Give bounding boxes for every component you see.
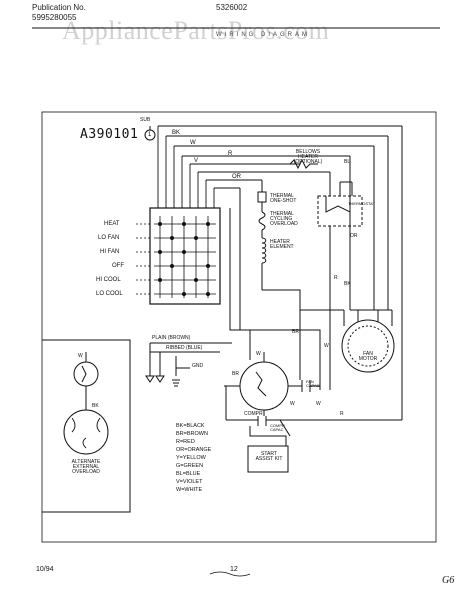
watermark: AppliancePartsPros.com (62, 16, 330, 45)
wire-label: OR (350, 233, 358, 239)
bellows-heater-label: BELLOWS HEATER (OPTIONAL) (293, 149, 323, 165)
thermal-cycling-overload-label: THERMAL CYCLING OVERLOAD (270, 211, 298, 227)
legend-entry: W=WHITE (176, 487, 203, 493)
switch-position: LO COOL (96, 291, 123, 297)
diagram-frame (41, 111, 437, 543)
wire-label: W (256, 351, 261, 357)
legend-entry: OR=ORANGE (176, 447, 212, 453)
wire-label: R (228, 151, 233, 157)
handwritten-note: G6 (442, 575, 455, 586)
wire-label: W (316, 401, 321, 407)
wire-label: OR (232, 174, 241, 180)
gnd-label: GND (192, 363, 204, 369)
wire-label: BK (344, 281, 351, 287)
color-legend: BK=BLACK BR=BROWN R=RED OR=ORANGE Y=YELL… (176, 422, 211, 494)
switch-position: OFF (112, 263, 124, 269)
start-assist-kit-label: START ASSIST KIT (255, 451, 283, 462)
fan-motor-label: FAN MOTOR (358, 351, 378, 362)
wire-label: BK (172, 130, 181, 136)
publication-number: 5995280055 (32, 13, 77, 22)
legend-entry: Y=YELLOW (176, 455, 206, 461)
fan-capac-label: FAN CAPAC (306, 379, 320, 388)
compressor-circle (239, 361, 289, 411)
sub-number: 1 (148, 132, 152, 138)
wire-label: R (340, 411, 344, 417)
legend-entry: BR=BROWN (176, 431, 208, 437)
footer-date: 10/94 (36, 566, 54, 573)
thermal-one-shot-label: THERMAL ONE-SHOT (270, 193, 297, 204)
wire-label: V (194, 158, 199, 164)
wire-label: W (324, 343, 329, 349)
wire-label: BL (344, 159, 351, 165)
thermostat-label: THERMOSTAT (348, 201, 375, 206)
model-number: 5326002 (216, 3, 248, 12)
start-assist-kit-box (247, 445, 289, 473)
switch-position: HI COOL (96, 277, 121, 283)
inset-frame (42, 339, 131, 513)
legend-entry: R=RED (176, 439, 195, 445)
wire-label: W (190, 140, 196, 146)
diagram-id: A390101 (80, 127, 139, 142)
alternate-overload-label: ALTERNATE EXTERNAL OVERLOAD (71, 459, 101, 475)
switch-position: HEAT (104, 221, 120, 227)
wire-label: W (290, 401, 295, 407)
legend-entry: V=VIOLET (176, 479, 203, 485)
selector-switch (149, 207, 221, 305)
switch-position: HI FAN (100, 249, 120, 255)
wire-label: BR (292, 329, 299, 335)
publication-label: Publication No. (32, 3, 86, 12)
ribbed-label: RIBBED (BLUE) (166, 345, 203, 351)
wire-label: R (334, 275, 338, 281)
sub-label: SUB (140, 117, 151, 123)
compr-label: COMPR (244, 411, 263, 417)
plain-label: PLAIN (BROWN) (152, 335, 191, 341)
compr-capac-label: COMPR CAPAC (270, 423, 285, 432)
fan-motor-circle (341, 319, 395, 373)
footer-squiggle (209, 571, 251, 577)
switch-position: LO FAN (98, 235, 120, 241)
wire-label: BR (232, 371, 239, 377)
wire-label: BK (92, 403, 99, 409)
heater-element-label: HEATER ELEMENT (270, 239, 294, 250)
page-number: 12 (230, 566, 238, 573)
legend-entry: G=GREEN (176, 463, 204, 469)
legend-entry: BK=BLACK (176, 423, 205, 429)
legend-entry: BL=BLUE (176, 471, 201, 477)
banner-title: WIRING DIAGRAM (216, 32, 310, 38)
wire-label: W (78, 353, 83, 359)
